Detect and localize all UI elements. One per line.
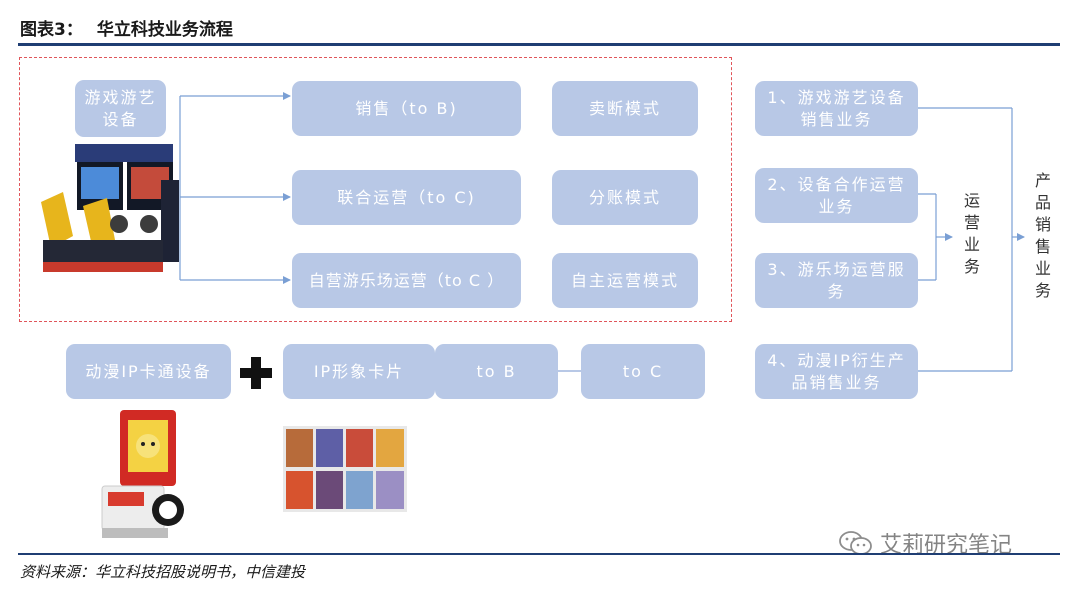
ip-to-b-box: to B	[435, 344, 558, 399]
product-sales-business-label: 产品销售业务	[1029, 172, 1053, 304]
model-buyout-box: 卖断模式	[552, 81, 698, 136]
arcade-category-box: 游戏游艺设备	[75, 80, 166, 137]
channel-joint-ops-box: 联合运营（to C)	[292, 170, 521, 225]
anime-ip-category-box: 动漫IP卡通设备	[66, 344, 231, 399]
model-self-operated-box: 自主运营模式	[552, 253, 698, 308]
source-note: 资料来源：华立科技招股说明书，中信建投	[20, 561, 305, 582]
channel-sales-label: 销售（to B)	[355, 98, 457, 120]
ip-card-collection-image	[283, 426, 407, 512]
business-item-4-label: 4、动漫IP衍生产品销售业务	[761, 350, 912, 393]
business-item-2-label: 2、设备合作运营业务	[761, 174, 912, 217]
arcade-category-label: 游戏游艺设备	[81, 87, 160, 130]
channel-self-ops-box: 自营游乐场运营（to C ）	[292, 253, 521, 308]
model-revenue-share-label: 分账模式	[589, 187, 661, 209]
ops-business-label: 运营业务	[958, 192, 982, 280]
ip-to-c-box: to C	[581, 344, 705, 399]
ip-card-box: IP形象卡片	[283, 344, 435, 399]
bottom-rule	[18, 553, 1060, 555]
business-item-1-label: 1、游戏游艺设备销售业务	[761, 87, 912, 130]
channel-self-ops-label: 自营游乐场运营（to C ）	[309, 270, 504, 292]
business-item-1: 1、游戏游艺设备销售业务	[755, 81, 918, 136]
ip-to-b-label: to B	[476, 361, 516, 383]
plus-icon	[240, 357, 272, 389]
business-item-2: 2、设备合作运营业务	[755, 168, 918, 223]
business-item-3-label: 3、游乐场运营服务	[761, 259, 912, 302]
channel-arrows	[180, 96, 290, 280]
arcade-machine-image	[33, 140, 183, 282]
business-item-4: 4、动漫IP衍生产品销售业务	[755, 344, 918, 399]
card-machine-image	[98, 408, 188, 540]
channel-sales-box: 销售（to B)	[292, 81, 521, 136]
model-buyout-label: 卖断模式	[589, 98, 661, 120]
model-revenue-share-box: 分账模式	[552, 170, 698, 225]
ip-card-label: IP形象卡片	[314, 361, 404, 383]
model-self-operated-label: 自主运营模式	[571, 270, 679, 292]
channel-joint-ops-label: 联合运营（to C)	[337, 187, 476, 209]
anime-ip-category-label: 动漫IP卡通设备	[85, 361, 211, 383]
business-item-3: 3、游乐场运营服务	[755, 253, 918, 308]
ip-to-c-label: to C	[623, 361, 663, 383]
